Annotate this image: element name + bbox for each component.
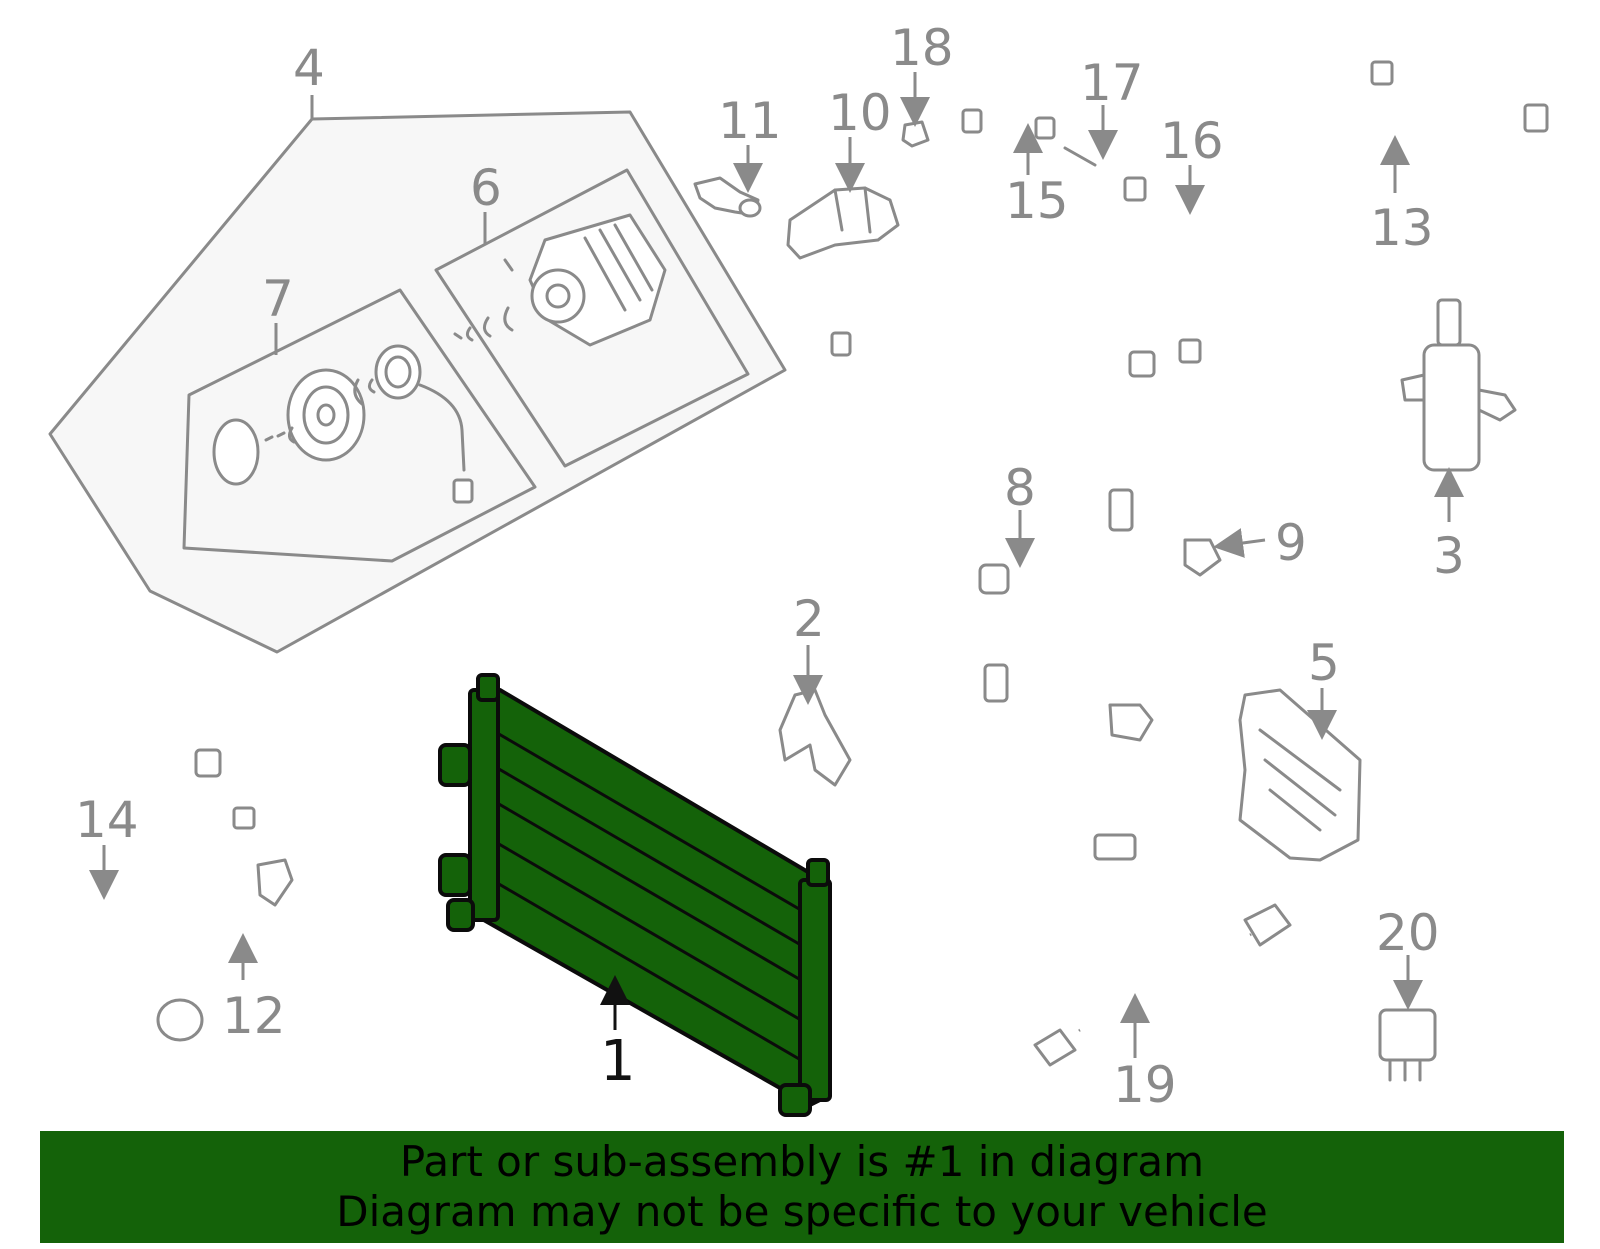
banner-line-2: Diagram may not be specific to your vehi… <box>336 1187 1268 1236</box>
callout-7: 7 <box>262 270 294 328</box>
compressor-assembly <box>48 110 787 654</box>
pin-17-icon <box>1063 146 1097 167</box>
clutch-icon <box>212 344 474 504</box>
callout-5: 5 <box>1308 634 1340 692</box>
callout-arrows <box>89 72 1464 1058</box>
callout-19: 19 <box>1113 1056 1177 1114</box>
callout-9: 9 <box>1275 514 1307 572</box>
relay-20-icon <box>1378 1008 1437 1082</box>
cap-18-icon <box>901 120 930 148</box>
hose-12-icon <box>157 806 294 943</box>
callout-13: 13 <box>1370 199 1434 257</box>
callout-2: 2 <box>793 590 825 648</box>
callout-8: 8 <box>1004 459 1036 517</box>
receiver-drier-3-icon <box>1400 298 1517 472</box>
callout-16: 16 <box>1160 112 1224 170</box>
hose-14-icon <box>106 748 222 1042</box>
sensor-11-icon <box>693 176 762 218</box>
compressor-icon <box>453 213 667 347</box>
callout-10: 10 <box>828 84 892 142</box>
callout-1-highlighted: 1 <box>600 1029 636 1094</box>
callout-6: 6 <box>470 159 502 217</box>
cover-plate-5-icon <box>1238 688 1362 862</box>
notice-banner: Part or sub-assembly is #1 in diagram Di… <box>40 1131 1564 1243</box>
hose-13-icon <box>1178 103 1549 364</box>
hose-9-icon <box>1108 350 1234 674</box>
callout-11: 11 <box>718 92 782 150</box>
harness-19-icon <box>1033 903 1292 1067</box>
callout-14: 14 <box>75 791 139 849</box>
bracket-2-icon <box>778 688 852 787</box>
callout-17: 17 <box>1080 54 1144 112</box>
callout-20: 20 <box>1376 904 1440 962</box>
banner-line-1: Part or sub-assembly is #1 in diagram <box>399 1137 1205 1186</box>
condenser-1-highlighted <box>438 673 832 1117</box>
callout-15: 15 <box>1005 172 1069 230</box>
callout-18: 18 <box>890 19 954 77</box>
hose-8-icon <box>978 563 1174 864</box>
callout-3: 3 <box>1433 527 1465 585</box>
callout-4: 4 <box>293 39 325 97</box>
callout-12: 12 <box>222 987 286 1045</box>
bracket-10-icon <box>786 186 900 260</box>
